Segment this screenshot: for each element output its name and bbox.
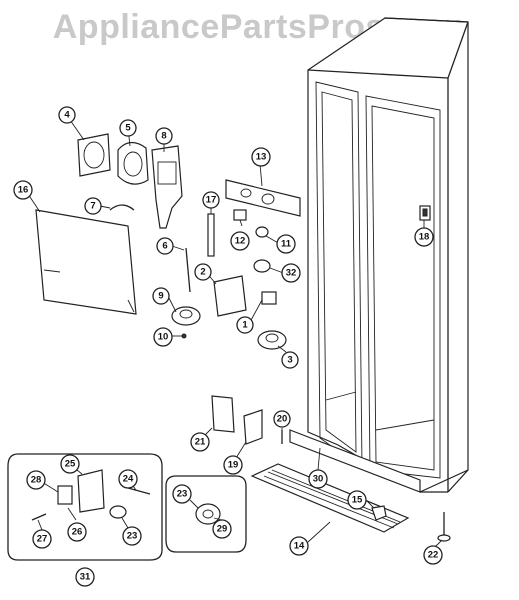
callout-17: 17 bbox=[202, 191, 220, 209]
callout-31: 31 bbox=[75, 567, 95, 587]
callout-label: 8 bbox=[161, 131, 166, 142]
callout-label: 15 bbox=[352, 495, 363, 506]
callout-label: 24 bbox=[123, 474, 134, 485]
callout-label: 10 bbox=[158, 332, 169, 343]
callout-12: 12 bbox=[230, 231, 250, 251]
cabinet bbox=[307, 17, 469, 493]
callout-label: 25 bbox=[65, 459, 76, 470]
callout-15: 15 bbox=[347, 490, 367, 510]
lower-parts bbox=[211, 395, 451, 542]
callout-label: 14 bbox=[294, 541, 305, 552]
callout-label: 4 bbox=[64, 110, 70, 121]
callout-label: 18 bbox=[419, 232, 430, 243]
callout-3: 3 bbox=[281, 351, 299, 369]
callout-label: 12 bbox=[235, 236, 246, 247]
callout-label: 20 bbox=[277, 414, 288, 425]
callout-19: 19 bbox=[223, 455, 243, 475]
dispenser-parts bbox=[35, 133, 301, 350]
callout-label: 17 bbox=[206, 195, 217, 206]
callout-16: 16 bbox=[13, 180, 33, 200]
callout-23-small: 23 bbox=[172, 484, 192, 504]
callout-8: 8 bbox=[155, 127, 173, 145]
roller-kit-box bbox=[7, 453, 163, 561]
callout-14: 14 bbox=[289, 536, 309, 556]
callout-label: 27 bbox=[37, 534, 48, 545]
callout-23-kit: 23 bbox=[122, 526, 142, 546]
callout-4: 4 bbox=[58, 106, 76, 124]
callout-30: 30 bbox=[308, 469, 328, 489]
callout-label: 3 bbox=[287, 355, 292, 366]
callout-label: 9 bbox=[158, 291, 163, 302]
callout-label: 32 bbox=[286, 268, 297, 279]
callout-25: 25 bbox=[60, 454, 80, 474]
callout-28: 28 bbox=[26, 470, 46, 490]
callout-label: 1 bbox=[242, 320, 248, 331]
callout-label: 26 bbox=[72, 527, 83, 538]
callout-label: 28 bbox=[31, 475, 42, 486]
callout-label: 31 bbox=[80, 572, 91, 583]
callout-21: 21 bbox=[190, 432, 210, 452]
callout-label: 6 bbox=[162, 241, 167, 252]
callout-label: 11 bbox=[281, 239, 292, 250]
callout-9: 9 bbox=[152, 287, 170, 305]
callout-13: 13 bbox=[251, 147, 271, 167]
callout-2: 2 bbox=[194, 263, 212, 281]
callout-label: 13 bbox=[256, 152, 267, 163]
callout-27: 27 bbox=[32, 529, 52, 549]
callout-label: 23 bbox=[127, 531, 138, 542]
callout-26: 26 bbox=[67, 522, 87, 542]
callout-label: 16 bbox=[18, 185, 29, 196]
roller-kit-box-small bbox=[165, 475, 247, 553]
callout-32: 32 bbox=[281, 263, 301, 283]
callout-11: 11 bbox=[276, 234, 296, 254]
callout-7: 7 bbox=[84, 197, 102, 215]
callout-1: 1 bbox=[236, 316, 254, 334]
callout-5: 5 bbox=[119, 119, 137, 137]
callout-label: 22 bbox=[428, 550, 439, 561]
callout-20: 20 bbox=[273, 410, 291, 428]
callout-label: 23 bbox=[177, 489, 188, 500]
callout-label: 7 bbox=[90, 201, 95, 212]
callout-22: 22 bbox=[423, 545, 443, 565]
callout-24: 24 bbox=[118, 469, 138, 489]
callout-label: 5 bbox=[125, 123, 131, 134]
callout-29: 29 bbox=[212, 519, 232, 539]
callout-6: 6 bbox=[156, 237, 174, 255]
callout-label: 2 bbox=[200, 267, 205, 278]
callout-label: 19 bbox=[228, 460, 239, 471]
callout-label: 21 bbox=[195, 437, 206, 448]
callout-18: 18 bbox=[414, 227, 434, 247]
callout-label: 30 bbox=[313, 474, 324, 485]
callout-10: 10 bbox=[153, 327, 173, 347]
callout-label: 29 bbox=[217, 524, 228, 535]
